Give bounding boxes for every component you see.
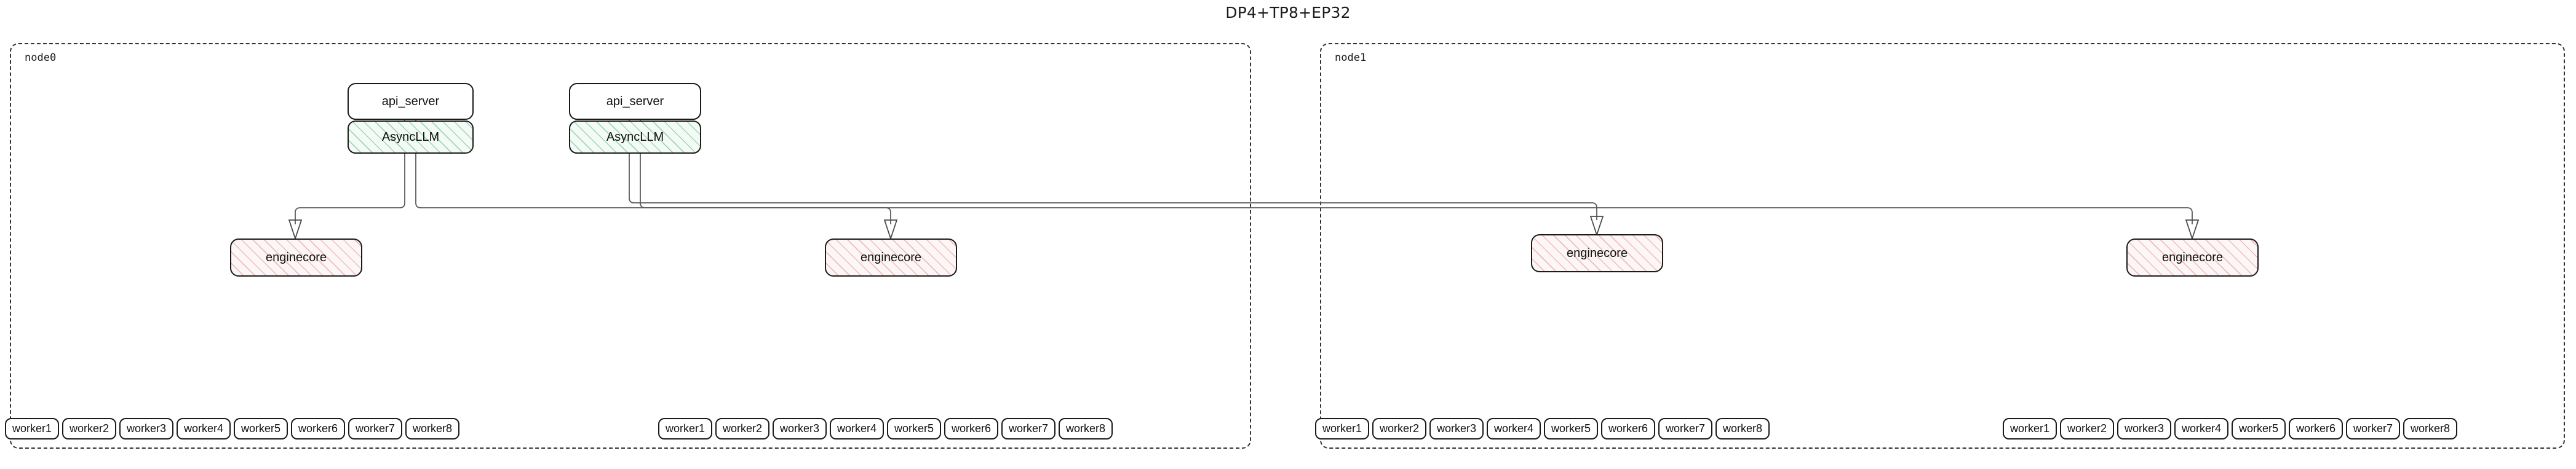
- worker-box[interactable]: worker6: [1601, 418, 1655, 439]
- worker-box[interactable]: worker1: [658, 418, 712, 439]
- worker-label: worker8: [412, 422, 453, 435]
- worker-box[interactable]: worker8: [2403, 418, 2457, 439]
- worker-box[interactable]: worker2: [715, 418, 769, 439]
- worker-box[interactable]: worker5: [2232, 418, 2286, 439]
- worker-label: worker4: [837, 422, 877, 435]
- worker-label: worker3: [126, 422, 167, 435]
- worker-box[interactable]: worker6: [2289, 418, 2343, 439]
- worker-label: worker8: [2410, 422, 2451, 435]
- worker-box[interactable]: worker6: [291, 418, 345, 439]
- asyncllm-label: AsyncLLM: [381, 130, 440, 144]
- worker-label: worker5: [1551, 422, 1591, 435]
- enginecore-label: enginecore: [1567, 246, 1628, 260]
- worker-box[interactable]: worker6: [944, 418, 998, 439]
- worker-label: worker3: [779, 422, 820, 435]
- enginecore-label: enginecore: [2162, 250, 2223, 264]
- worker-label: worker3: [1436, 422, 1477, 435]
- worker-label: worker2: [1379, 422, 1420, 435]
- worker-box[interactable]: worker3: [1429, 418, 1484, 439]
- enginecore-label: enginecore: [266, 250, 327, 264]
- worker-label: worker6: [298, 422, 338, 435]
- worker-label: worker1: [665, 422, 706, 435]
- worker-label: worker5: [241, 422, 281, 435]
- worker-box[interactable]: worker7: [1001, 418, 1055, 439]
- api-server-label: api_server: [381, 94, 440, 108]
- worker-box[interactable]: worker8: [1059, 418, 1113, 439]
- cluster-node0: node0: [10, 43, 1251, 449]
- enginecore-box-2[interactable]: enginecore: [825, 238, 957, 277]
- worker-label: worker3: [2124, 422, 2165, 435]
- worker-box[interactable]: worker8: [1715, 418, 1770, 439]
- worker-box[interactable]: worker4: [830, 418, 884, 439]
- cluster-node1-label: node1: [1335, 52, 1367, 64]
- worker-label: worker7: [1008, 422, 1049, 435]
- worker-box[interactable]: worker4: [2174, 418, 2228, 439]
- worker-label: worker2: [2067, 422, 2107, 435]
- worker-label: worker7: [355, 422, 396, 435]
- asyncllm-box-2[interactable]: AsyncLLM: [569, 120, 701, 154]
- worker-label: worker4: [1493, 422, 1534, 435]
- worker-box[interactable]: worker5: [1544, 418, 1598, 439]
- worker-label: worker4: [2181, 422, 2222, 435]
- worker-box[interactable]: worker7: [348, 418, 402, 439]
- worker-box[interactable]: worker1: [1315, 418, 1369, 439]
- worker-label: worker6: [1608, 422, 1648, 435]
- worker-label: worker7: [1665, 422, 1706, 435]
- worker-box[interactable]: worker4: [177, 418, 231, 439]
- worker-box[interactable]: worker2: [1372, 418, 1426, 439]
- enginecore-box-4[interactable]: enginecore: [2126, 238, 2259, 277]
- worker-box[interactable]: worker2: [2060, 418, 2114, 439]
- worker-label: worker5: [894, 422, 934, 435]
- worker-box[interactable]: worker7: [2346, 418, 2400, 439]
- worker-box[interactable]: worker1: [2003, 418, 2057, 439]
- enginecore-box-1[interactable]: enginecore: [230, 238, 362, 277]
- worker-label: worker2: [69, 422, 109, 435]
- worker-label: worker1: [12, 422, 52, 435]
- worker-box[interactable]: worker5: [887, 418, 941, 439]
- worker-box[interactable]: worker7: [1658, 418, 1712, 439]
- worker-box[interactable]: worker3: [2117, 418, 2171, 439]
- api-server-label: api_server: [606, 94, 664, 108]
- worker-label: worker2: [722, 422, 763, 435]
- cluster-node1: node1: [1320, 43, 2565, 449]
- worker-label: worker5: [2238, 422, 2279, 435]
- api-server-box-2[interactable]: api_server: [569, 83, 701, 120]
- worker-label: worker1: [1322, 422, 1362, 435]
- worker-box[interactable]: worker5: [234, 418, 288, 439]
- worker-box[interactable]: worker3: [773, 418, 827, 439]
- worker-box[interactable]: worker3: [119, 418, 173, 439]
- worker-label: worker6: [2296, 422, 2336, 435]
- worker-label: worker4: [183, 422, 224, 435]
- worker-label: worker6: [951, 422, 992, 435]
- worker-label: worker8: [1722, 422, 1763, 435]
- worker-box[interactable]: worker4: [1487, 418, 1541, 439]
- asyncllm-label: AsyncLLM: [606, 130, 664, 144]
- worker-label: worker7: [2353, 422, 2393, 435]
- worker-box[interactable]: worker2: [62, 418, 116, 439]
- worker-box[interactable]: worker1: [5, 418, 59, 439]
- worker-box[interactable]: worker8: [405, 418, 459, 439]
- worker-label: worker8: [1065, 422, 1106, 435]
- worker-label: worker1: [2010, 422, 2050, 435]
- cluster-node0-label: node0: [25, 52, 57, 64]
- enginecore-label: enginecore: [861, 250, 921, 264]
- asyncllm-box-1[interactable]: AsyncLLM: [348, 120, 474, 154]
- api-server-box-1[interactable]: api_server: [348, 83, 474, 120]
- page-title: DP4+TP8+EP32: [1225, 4, 1351, 22]
- enginecore-box-3[interactable]: enginecore: [1531, 234, 1663, 272]
